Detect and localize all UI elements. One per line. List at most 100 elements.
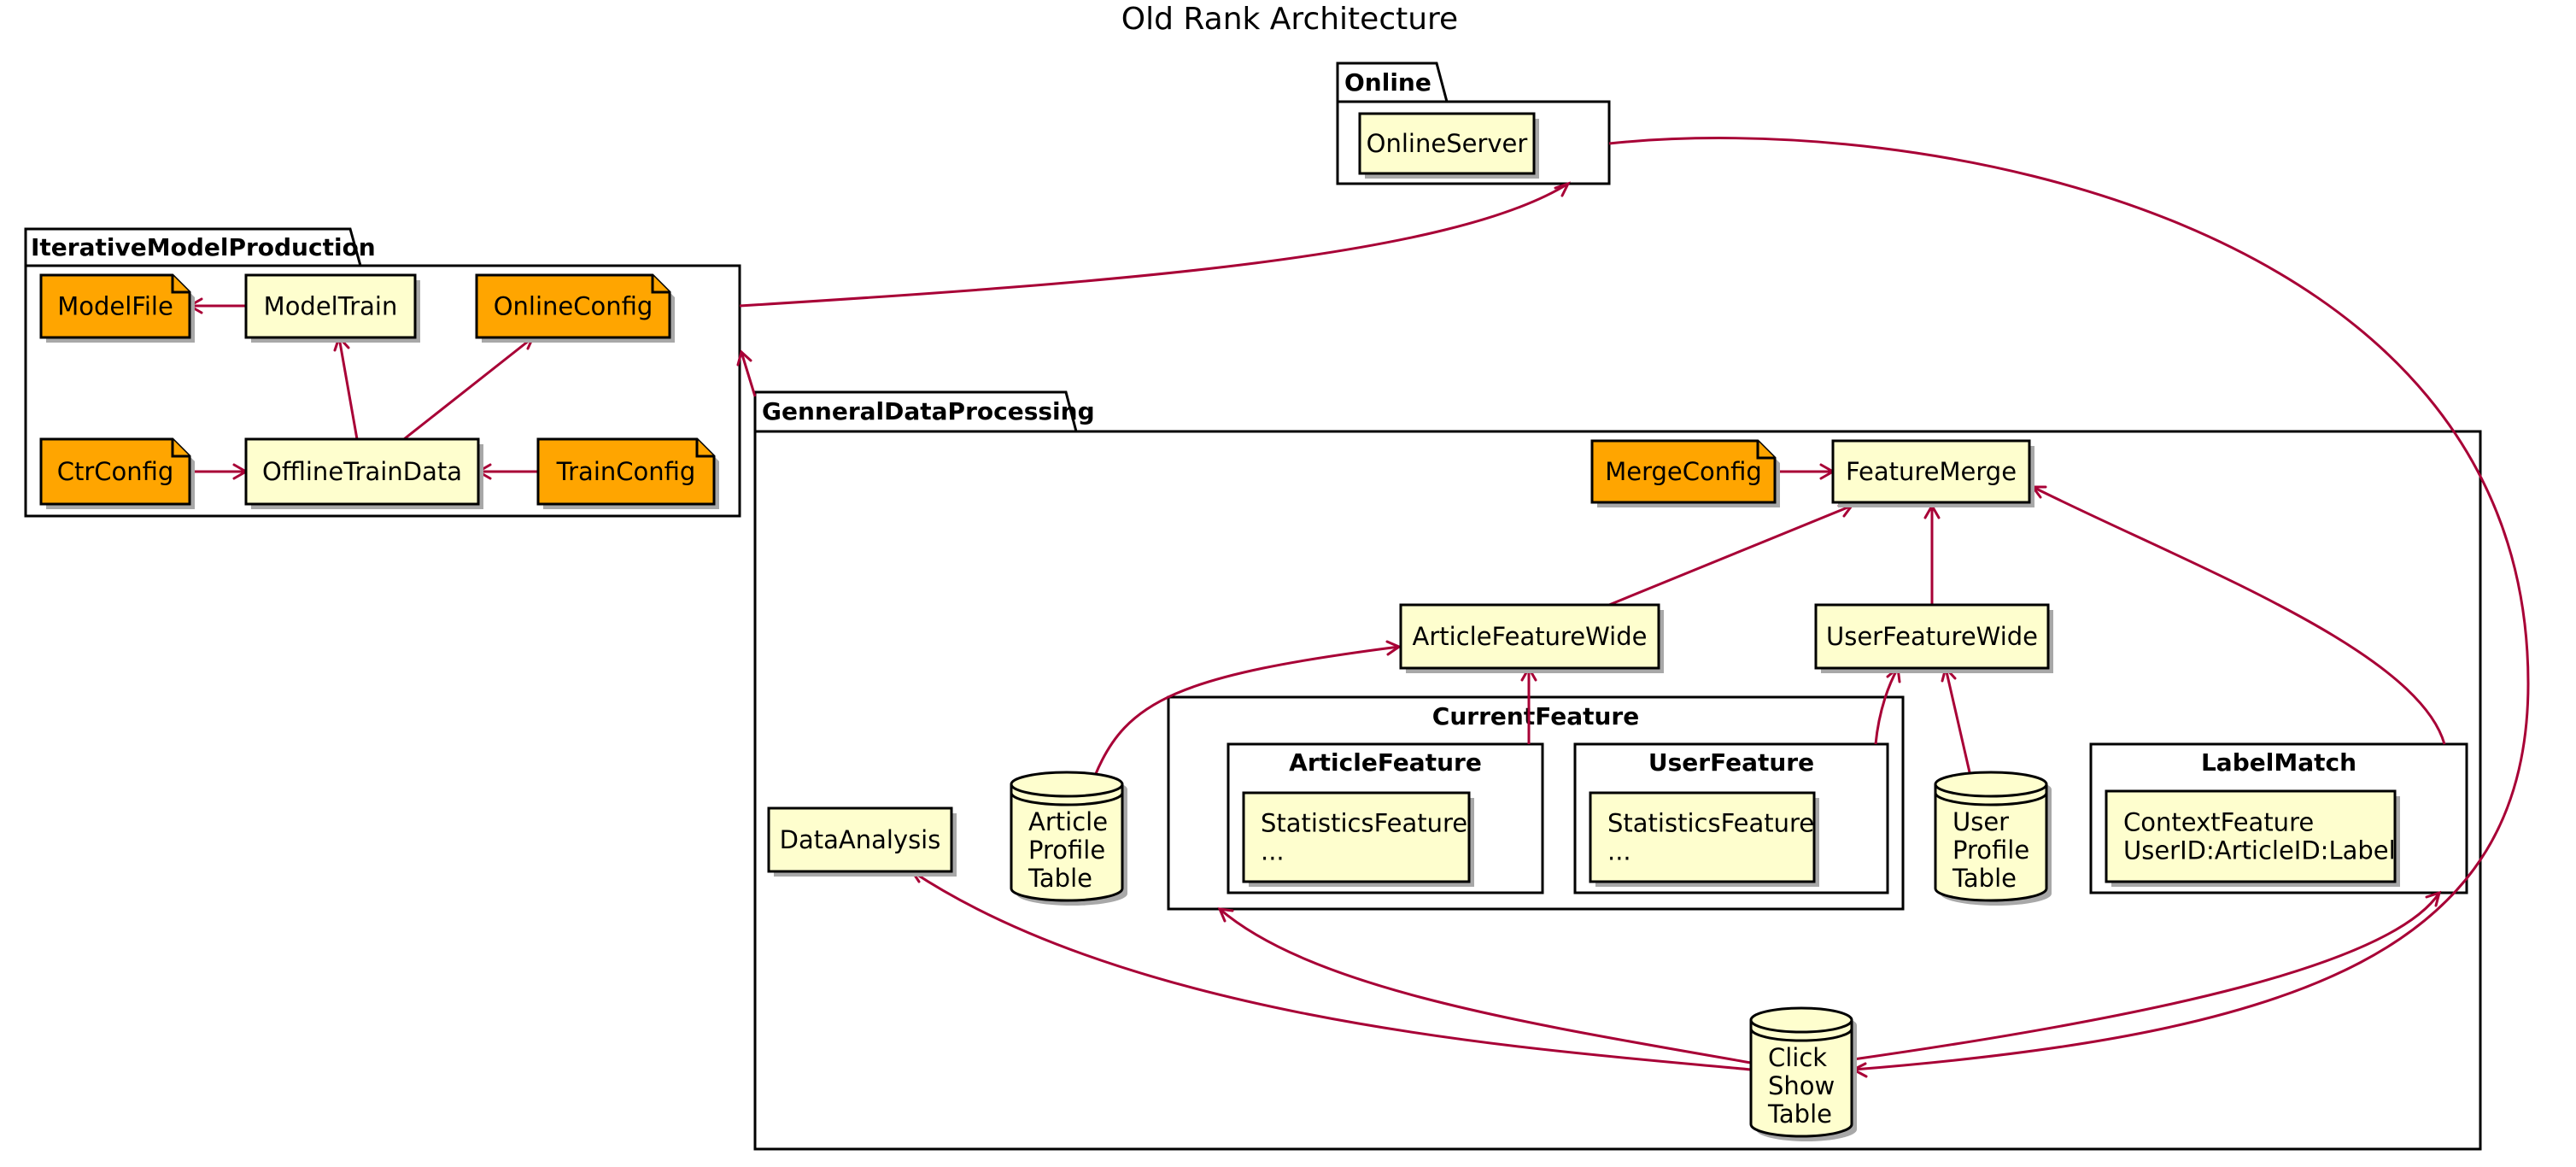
group-label-user-feature: UserFeature — [1648, 748, 1814, 777]
database-rim-inner — [1749, 1028, 1853, 1042]
note-body — [1590, 439, 1777, 504]
node-merge-config: MergeConfig — [1590, 439, 1780, 507]
database-rim — [1934, 783, 2048, 798]
node-label-line: ModelTrain — [264, 292, 398, 321]
node-online-config: OnlineConfig — [475, 273, 675, 343]
node-label-line: ModelFile — [57, 292, 173, 321]
edges — [186, 137, 2530, 1078]
edge-clickshowtable-to-labelmatch — [1853, 892, 2441, 1061]
node-label-line: OnlineServer — [1367, 129, 1528, 158]
node-label-line: ArticleFeatureWide — [1413, 622, 1648, 651]
node-label-line: Table — [1767, 1100, 1832, 1129]
packages: Online IterativeModelProduction Genneral… — [24, 62, 2482, 1151]
node-label-line: Profile — [1028, 836, 1105, 865]
node-label-line: Click — [1768, 1043, 1827, 1072]
node-box — [1399, 603, 1660, 670]
node-ctr-config: CtrConfig — [39, 437, 195, 509]
node-model-train: ModelTrain — [244, 273, 420, 343]
edge-offlinetraindata-to-modeltrain — [337, 337, 359, 440]
database-rim — [1010, 783, 1124, 798]
node-label-line: CtrConfig — [57, 457, 174, 486]
note-fold — [171, 439, 190, 458]
node-feature-merge: FeatureMerge — [1831, 439, 2034, 507]
node-article-feature-wide: ArticleFeatureWide — [1399, 603, 1664, 673]
arrowhead-iterative — [736, 349, 752, 367]
node-box — [1242, 791, 1471, 883]
edge-clickshowtable-to-dataanalysis — [911, 870, 1752, 1071]
note-fold — [695, 439, 714, 458]
node-box — [244, 437, 480, 506]
node-label-line: Article — [1028, 807, 1108, 836]
package-label-online: Online — [1344, 68, 1431, 97]
edge-articlefeaturewide-to-featuremerge — [1608, 504, 1853, 607]
node-label-line: Table — [1952, 864, 2017, 893]
node-label-line: ContextFeature — [2123, 808, 2314, 837]
node-label-line: TrainConfig — [556, 457, 696, 486]
node-label-line: OfflineTrainData — [262, 457, 462, 486]
node-box — [1814, 603, 2050, 670]
edge-clickshowtable-to-currentfeature — [1219, 907, 1752, 1064]
node-label-line: UserFeatureWide — [1826, 622, 2038, 651]
note-fold — [1756, 441, 1775, 460]
node-label-line: DataAnalysis — [780, 825, 941, 854]
node-box — [244, 273, 417, 339]
node-label-line: ... — [1607, 837, 1631, 866]
node-box — [1589, 791, 1816, 883]
node-article-statistics: StatisticsFeature... — [1242, 791, 1474, 887]
database-rim-inner — [1934, 792, 2048, 806]
node-label-line: UserID:ArticleID:Label — [2123, 836, 2396, 865]
edge-labelmatch-to-featuremerge — [2032, 485, 2446, 745]
note-body — [536, 437, 716, 506]
edge-onlineserver-to-clickshowtable — [1608, 137, 2530, 1071]
node-box — [1358, 112, 1536, 175]
node-box — [1831, 439, 2031, 504]
node-label-line: Show — [1768, 1071, 1835, 1100]
group-label-label-match: LabelMatch — [2201, 748, 2356, 777]
edge-articleprofile-to-articlefeaturewide — [1093, 645, 1400, 777]
node-label-line: MergeConfig — [1605, 457, 1762, 486]
node-label-line: Table — [1027, 864, 1092, 893]
node-label-line: ... — [1261, 837, 1285, 866]
package-label-general: GenneralDataProcessing — [762, 397, 1095, 425]
edge-general-to-iterative — [740, 351, 757, 397]
node-model-file: ModelFile — [39, 273, 195, 343]
node-user-statistics: StatisticsFeature... — [1589, 791, 1819, 887]
node-label-line: StatisticsFeature — [1261, 809, 1467, 838]
node-online-server: OnlineServer — [1358, 112, 1539, 179]
node-label-line: User — [1952, 807, 2009, 836]
node-label-line: Profile — [1952, 836, 2029, 865]
arrowhead-onlineserver — [1554, 181, 1571, 197]
node-box — [2105, 789, 2397, 883]
edge-offlinetraindata-to-onlineconfig — [403, 336, 534, 441]
node-train-config: TrainConfig — [536, 437, 719, 509]
arrowhead-currentfeature — [1217, 907, 1234, 923]
node-data-analysis: DataAnalysis — [767, 806, 957, 877]
diagram-title: Old Rank Architecture — [1121, 2, 1458, 37]
node-label-line: OnlineConfig — [494, 292, 653, 321]
note-fold — [651, 275, 670, 294]
note-body — [39, 273, 191, 339]
database-rim — [1749, 1019, 1853, 1034]
node-label-line: StatisticsFeature — [1607, 809, 1814, 838]
arrowhead-articlefeaturewide-left — [1385, 640, 1402, 656]
note-body — [475, 273, 671, 339]
node-user-feature-wide: UserFeatureWide — [1814, 603, 2053, 673]
node-label-line: FeatureMerge — [1846, 457, 2017, 486]
note-body — [39, 437, 191, 506]
note-fold — [171, 275, 190, 294]
group-label-article-feature: ArticleFeature — [1289, 748, 1482, 777]
group-label-current-feature: CurrentFeature — [1432, 702, 1639, 730]
edge-userprofile-to-userfeaturewide — [1944, 667, 1971, 773]
edge-iterative-to-onlineserver — [739, 182, 1569, 308]
node-offline-train-data: OfflineTrainData — [244, 437, 483, 509]
package-label-iterative: IterativeModelProduction — [31, 233, 376, 261]
database-rim-inner — [1010, 792, 1124, 806]
node-box — [767, 806, 953, 873]
